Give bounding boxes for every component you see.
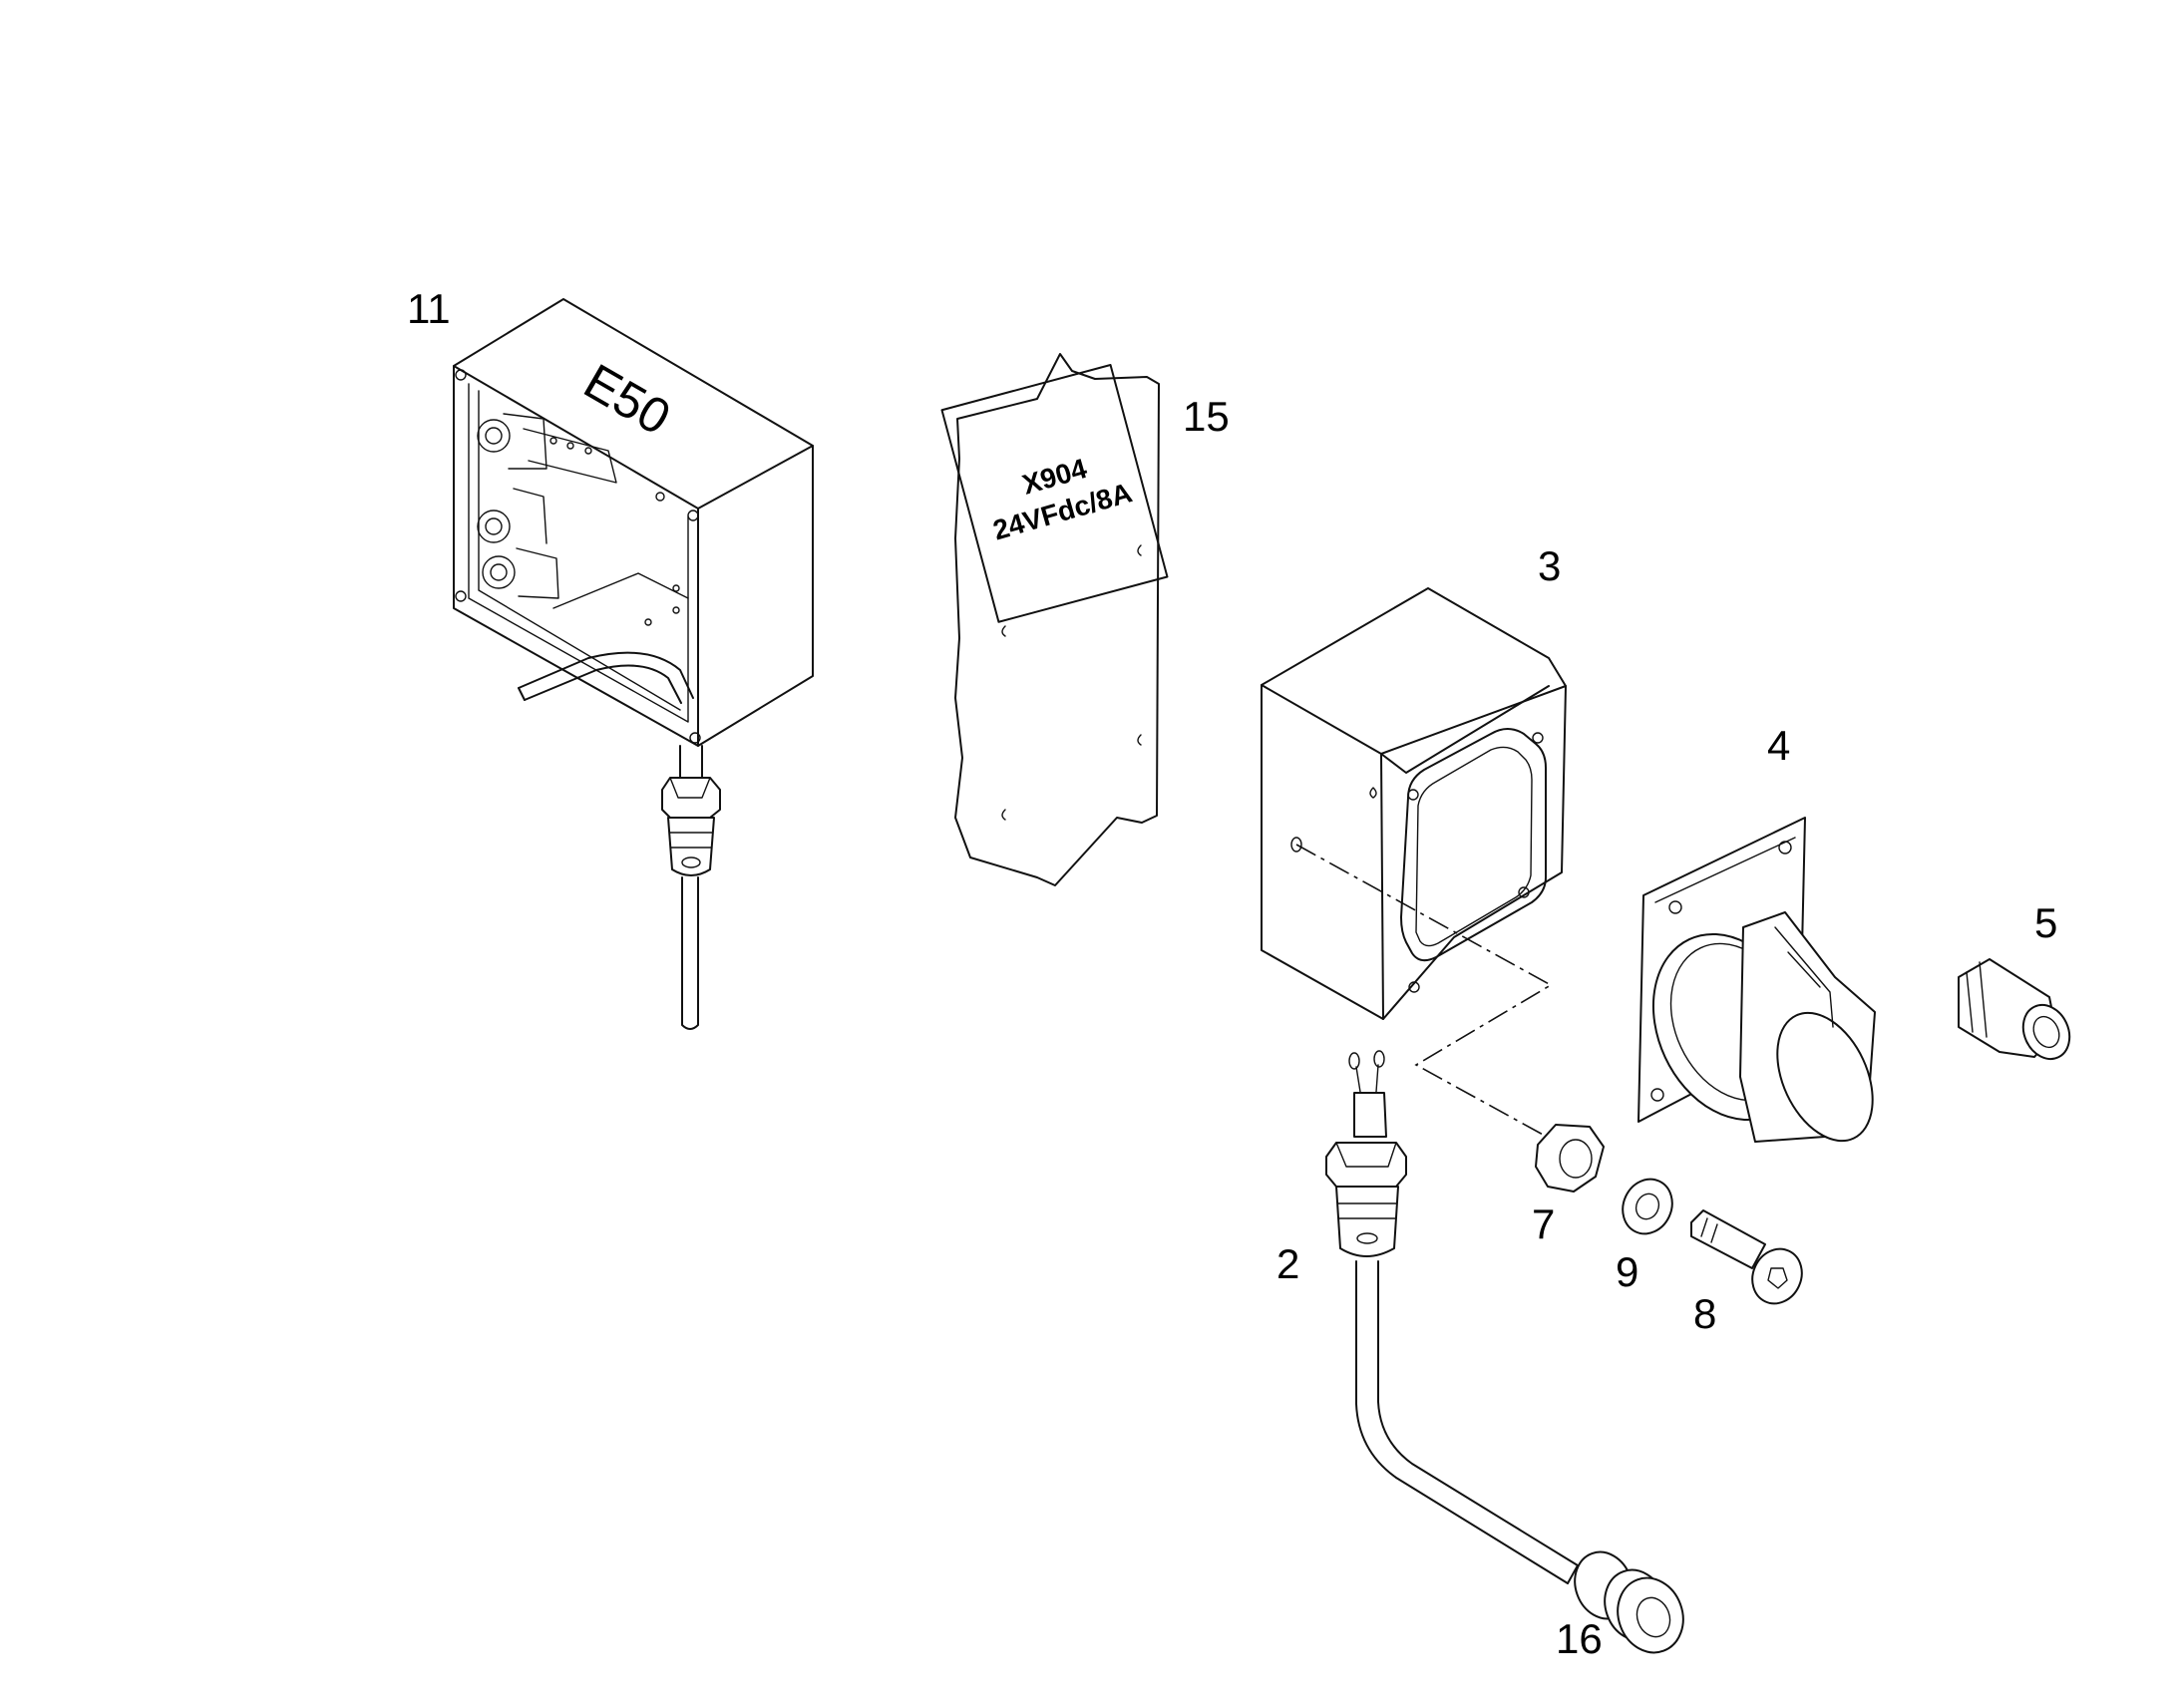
callout-16: 16 (1556, 1615, 1603, 1662)
callout-8: 8 (1693, 1290, 1716, 1337)
washer-9 (1622, 1178, 1673, 1235)
callout-2: 2 (1276, 1240, 1299, 1287)
callout-9: 9 (1616, 1248, 1638, 1295)
terminal-blocks (477, 413, 617, 599)
callout-3: 3 (1538, 542, 1561, 589)
screw-8 (1690, 1209, 1803, 1305)
callout-7: 7 (1532, 1200, 1555, 1247)
socket-4 (1637, 817, 1876, 1143)
grommet-16 (1574, 1550, 1684, 1654)
housing-3 (1261, 587, 1567, 1143)
cap-5 (1958, 958, 2071, 1061)
sign-plate: X904 24VFdc/8A (940, 353, 1169, 886)
junction-box-e50: E50 (453, 298, 814, 747)
callout-4: 4 (1767, 722, 1790, 769)
cable-gland-11 (661, 745, 721, 1030)
callout-15: 15 (1183, 393, 1230, 440)
callout-5: 5 (2034, 899, 2057, 946)
cable-gland-2 (1325, 1050, 1579, 1584)
nut-7 (1535, 1124, 1605, 1193)
callout-11: 11 (407, 285, 451, 332)
